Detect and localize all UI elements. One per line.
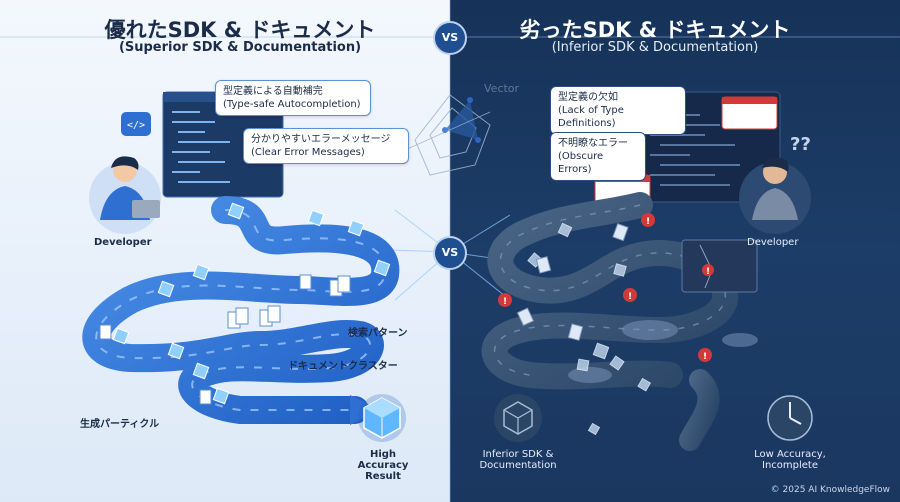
callout-type-safe-en: (Type-safe Autocompletion) xyxy=(223,99,361,110)
svg-text:!: ! xyxy=(706,267,710,277)
error-badge-icons: !! !! xyxy=(498,213,712,362)
data-cubes-right xyxy=(527,222,652,436)
high-accuracy-cube-icon xyxy=(358,394,406,442)
left-title: 優れたSDK & ドキュメント xyxy=(104,18,376,42)
svg-text:!: ! xyxy=(703,352,707,362)
inferior-sdk-cube-icon xyxy=(494,394,542,442)
callout-clear-errors-en: (Clear Error Messages) xyxy=(251,147,365,158)
vs-badge-top: VS xyxy=(433,21,467,55)
callout-obscure-errors-en: (Obscure Errors) xyxy=(558,151,604,175)
particles-label: 生成パーティクル xyxy=(80,419,160,430)
svg-text:!: ! xyxy=(646,217,650,227)
right-title: 劣ったSDK & ドキュメント xyxy=(519,18,791,42)
developer-right-label: Developer xyxy=(747,237,799,248)
vector-label: Vector xyxy=(484,82,520,95)
developer-left-label: Developer xyxy=(94,237,152,248)
svg-text:!: ! xyxy=(628,292,632,302)
vs-badge-middle: VS xyxy=(433,236,467,270)
low-accuracy-clock-icon xyxy=(767,395,813,441)
callout-lack-types: 型定義の欠如 (Lack of Type Definitions) xyxy=(550,86,686,135)
callout-type-safe-jp: 型定義による自動補完 xyxy=(223,86,323,97)
leak-puddles xyxy=(568,320,758,383)
callout-lack-types-en: (Lack of Type Definitions) xyxy=(558,105,624,129)
code-bubble-icon: </> xyxy=(121,112,151,136)
inferior-sdk-label: Inferior SDK & Documentation xyxy=(479,449,557,471)
callout-clear-errors-jp: 分かりやすいエラーメッセージ xyxy=(251,134,391,145)
doc-cluster-label: ドキュメントクラスター xyxy=(288,361,398,372)
callout-obscure-errors: 不明瞭なエラー (Obscure Errors) xyxy=(550,132,646,181)
svg-text:</>: </> xyxy=(127,120,145,131)
data-cubes-left xyxy=(112,202,391,405)
search-pattern-label: 検索パターン xyxy=(348,328,408,339)
svg-text:??: ?? xyxy=(790,134,811,155)
callout-type-safe: 型定義による自動補完 (Type-safe Autocompletion) xyxy=(215,80,371,116)
copyright-text: © 2025 AI KnowledgeFlow xyxy=(770,485,890,495)
callout-lack-types-jp: 型定義の欠如 xyxy=(558,92,618,103)
svg-text:!: ! xyxy=(503,297,507,307)
document-icons-right xyxy=(516,223,629,341)
developer-right-icon: ?? xyxy=(739,134,811,234)
high-accuracy-label: High Accuracy Result xyxy=(357,449,409,482)
low-accuracy-label: Low Accuracy, Incomplete xyxy=(754,449,826,471)
broken-monitor-icon: ! xyxy=(681,239,758,293)
callout-obscure-errors-jp: 不明瞭なエラー xyxy=(558,138,628,149)
vector-graph xyxy=(404,94,491,176)
developer-left-icon xyxy=(89,156,161,234)
callout-clear-errors: 分かりやすいエラーメッセージ (Clear Error Messages) xyxy=(243,128,409,164)
right-subtitle: (Inferior SDK & Documentation) xyxy=(551,40,759,55)
high-quality-data-path xyxy=(82,196,400,424)
left-subtitle: (Superior SDK & Documentation) xyxy=(118,40,362,55)
document-icons-left xyxy=(99,274,351,405)
